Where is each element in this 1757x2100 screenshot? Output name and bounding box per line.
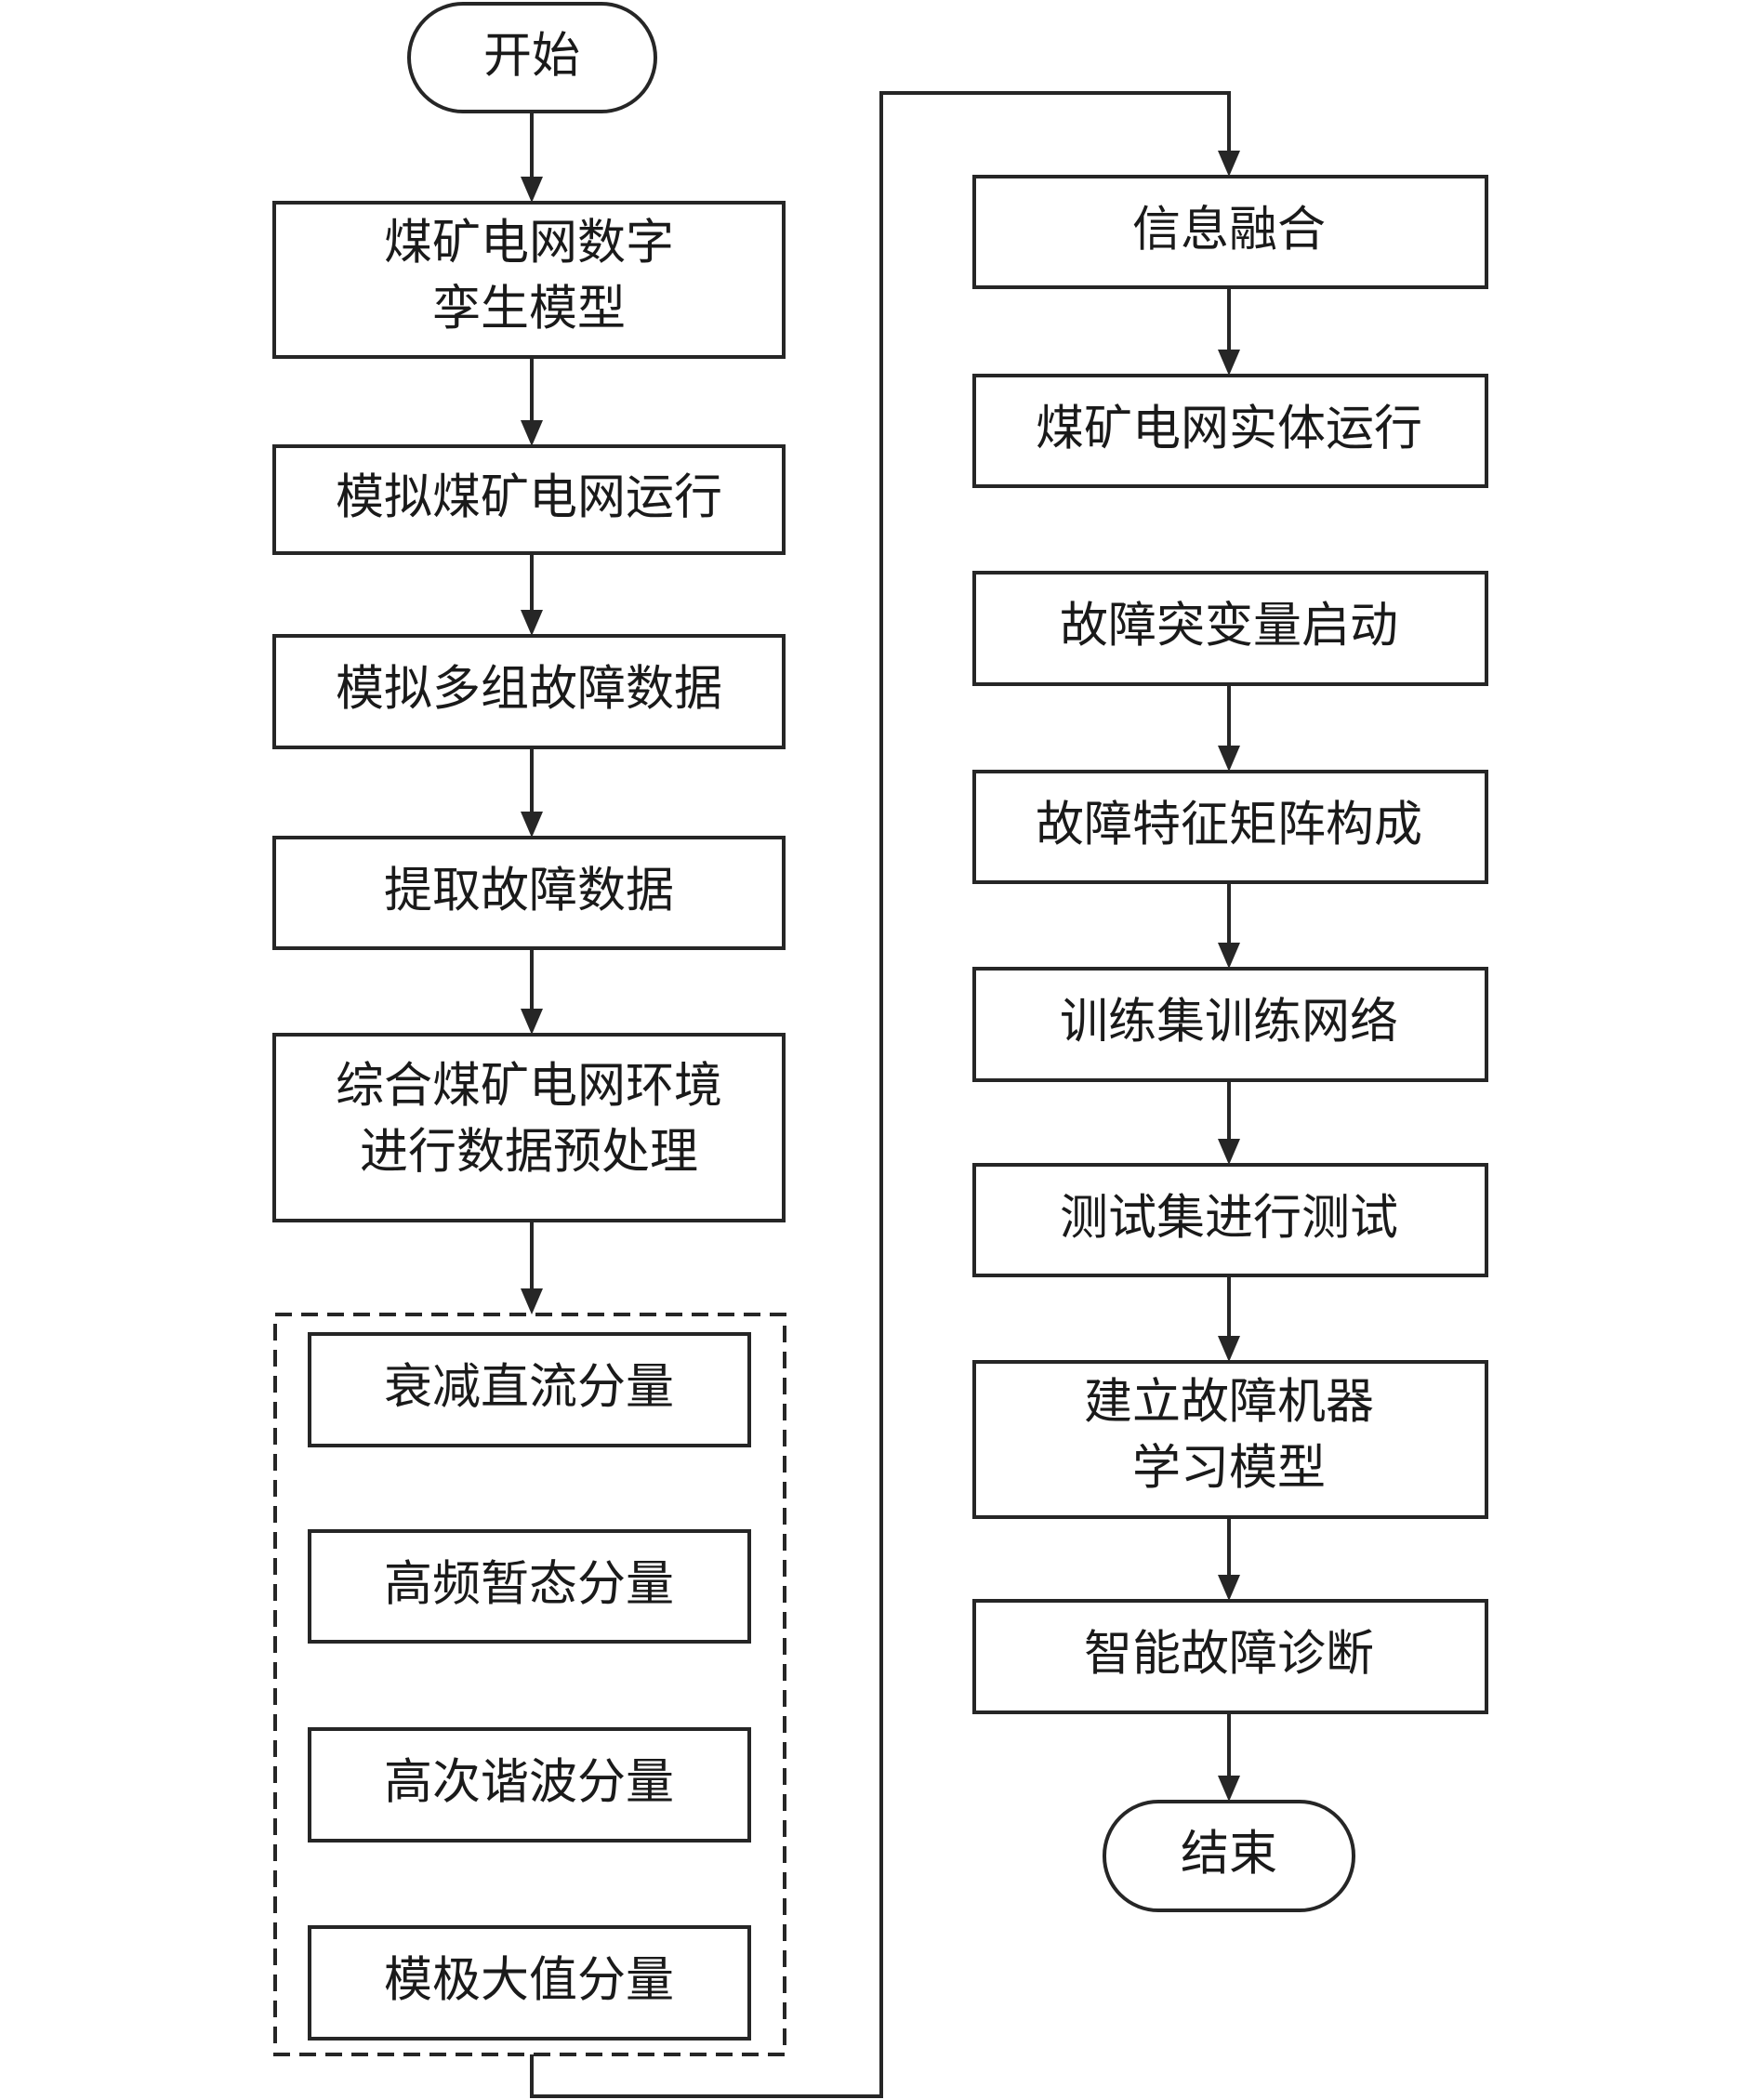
start-label: 开始 xyxy=(483,29,580,85)
step-build-model-line1: 建立故障机器 xyxy=(1084,1375,1374,1431)
arrowhead xyxy=(521,610,543,636)
component-hf-transient-label: 高频暂态分量 xyxy=(384,1557,674,1613)
arrowhead xyxy=(521,812,543,838)
component-harmonic xyxy=(308,1727,751,1842)
step-diagnosis xyxy=(972,1599,1488,1714)
end-terminal xyxy=(1103,1800,1355,1912)
step-build-model-line2: 学习模型 xyxy=(1132,1441,1326,1497)
step-preprocess xyxy=(272,1033,786,1222)
step-simulate-grid-label: 模拟煤矿电网运行 xyxy=(336,470,722,526)
arrowhead xyxy=(521,1288,543,1314)
step-train xyxy=(972,967,1488,1082)
connector-to-right-column xyxy=(530,91,1231,2098)
step-info-fusion-label: 信息融合 xyxy=(1132,203,1326,258)
step-digital-twin-line1: 煤矿电网数字 xyxy=(384,216,674,271)
step-preprocess-line1: 综合煤矿电网环境 xyxy=(336,1059,722,1115)
step-fault-start-label: 故障突变量启动 xyxy=(1060,599,1398,654)
end-label: 结束 xyxy=(1181,1827,1277,1882)
step-digital-twin-line2: 孪生模型 xyxy=(432,282,626,337)
arrowhead xyxy=(1218,1139,1240,1165)
arrowhead xyxy=(521,1009,543,1035)
step-preprocess-line2: 进行数据预处理 xyxy=(360,1125,698,1181)
step-simulate-grid xyxy=(272,444,786,555)
step-test-label: 测试集进行测试 xyxy=(1060,1191,1398,1247)
step-fault-start xyxy=(972,571,1488,686)
component-hf-transient xyxy=(308,1529,751,1644)
arrowhead xyxy=(1218,350,1240,376)
arrowhead xyxy=(1218,1336,1240,1362)
component-modulus-maxima xyxy=(308,1925,751,2041)
step-physical-operation xyxy=(972,374,1488,488)
component-harmonic-label: 高次谐波分量 xyxy=(384,1755,674,1811)
step-info-fusion xyxy=(972,175,1488,289)
step-extract-faults-label: 提取故障数据 xyxy=(384,864,674,919)
arrowhead xyxy=(521,420,543,446)
step-simulate-faults-label: 模拟多组故障数据 xyxy=(336,662,722,718)
step-diagnosis-label: 智能故障诊断 xyxy=(1084,1627,1374,1683)
component-decaying-dc xyxy=(308,1332,751,1447)
arrowhead xyxy=(1218,943,1240,969)
arrowhead xyxy=(1218,151,1240,177)
step-feature-matrix-label: 故障特征矩阵构成 xyxy=(1036,798,1422,853)
component-decaying-dc-label: 衰减直流分量 xyxy=(384,1360,674,1416)
step-extract-faults xyxy=(272,836,786,950)
arrowhead xyxy=(1218,746,1240,772)
step-train-label: 训练集训练网络 xyxy=(1060,995,1398,1050)
arrowhead xyxy=(1218,1575,1240,1601)
step-digital-twin xyxy=(272,201,786,359)
arrowhead xyxy=(521,177,543,203)
step-test xyxy=(972,1163,1488,1277)
step-physical-operation-label: 煤矿电网实体运行 xyxy=(1036,402,1422,457)
step-simulate-faults xyxy=(272,634,786,749)
component-modulus-maxima-label: 模极大值分量 xyxy=(384,1953,674,2009)
arrowhead xyxy=(1218,1776,1240,1802)
